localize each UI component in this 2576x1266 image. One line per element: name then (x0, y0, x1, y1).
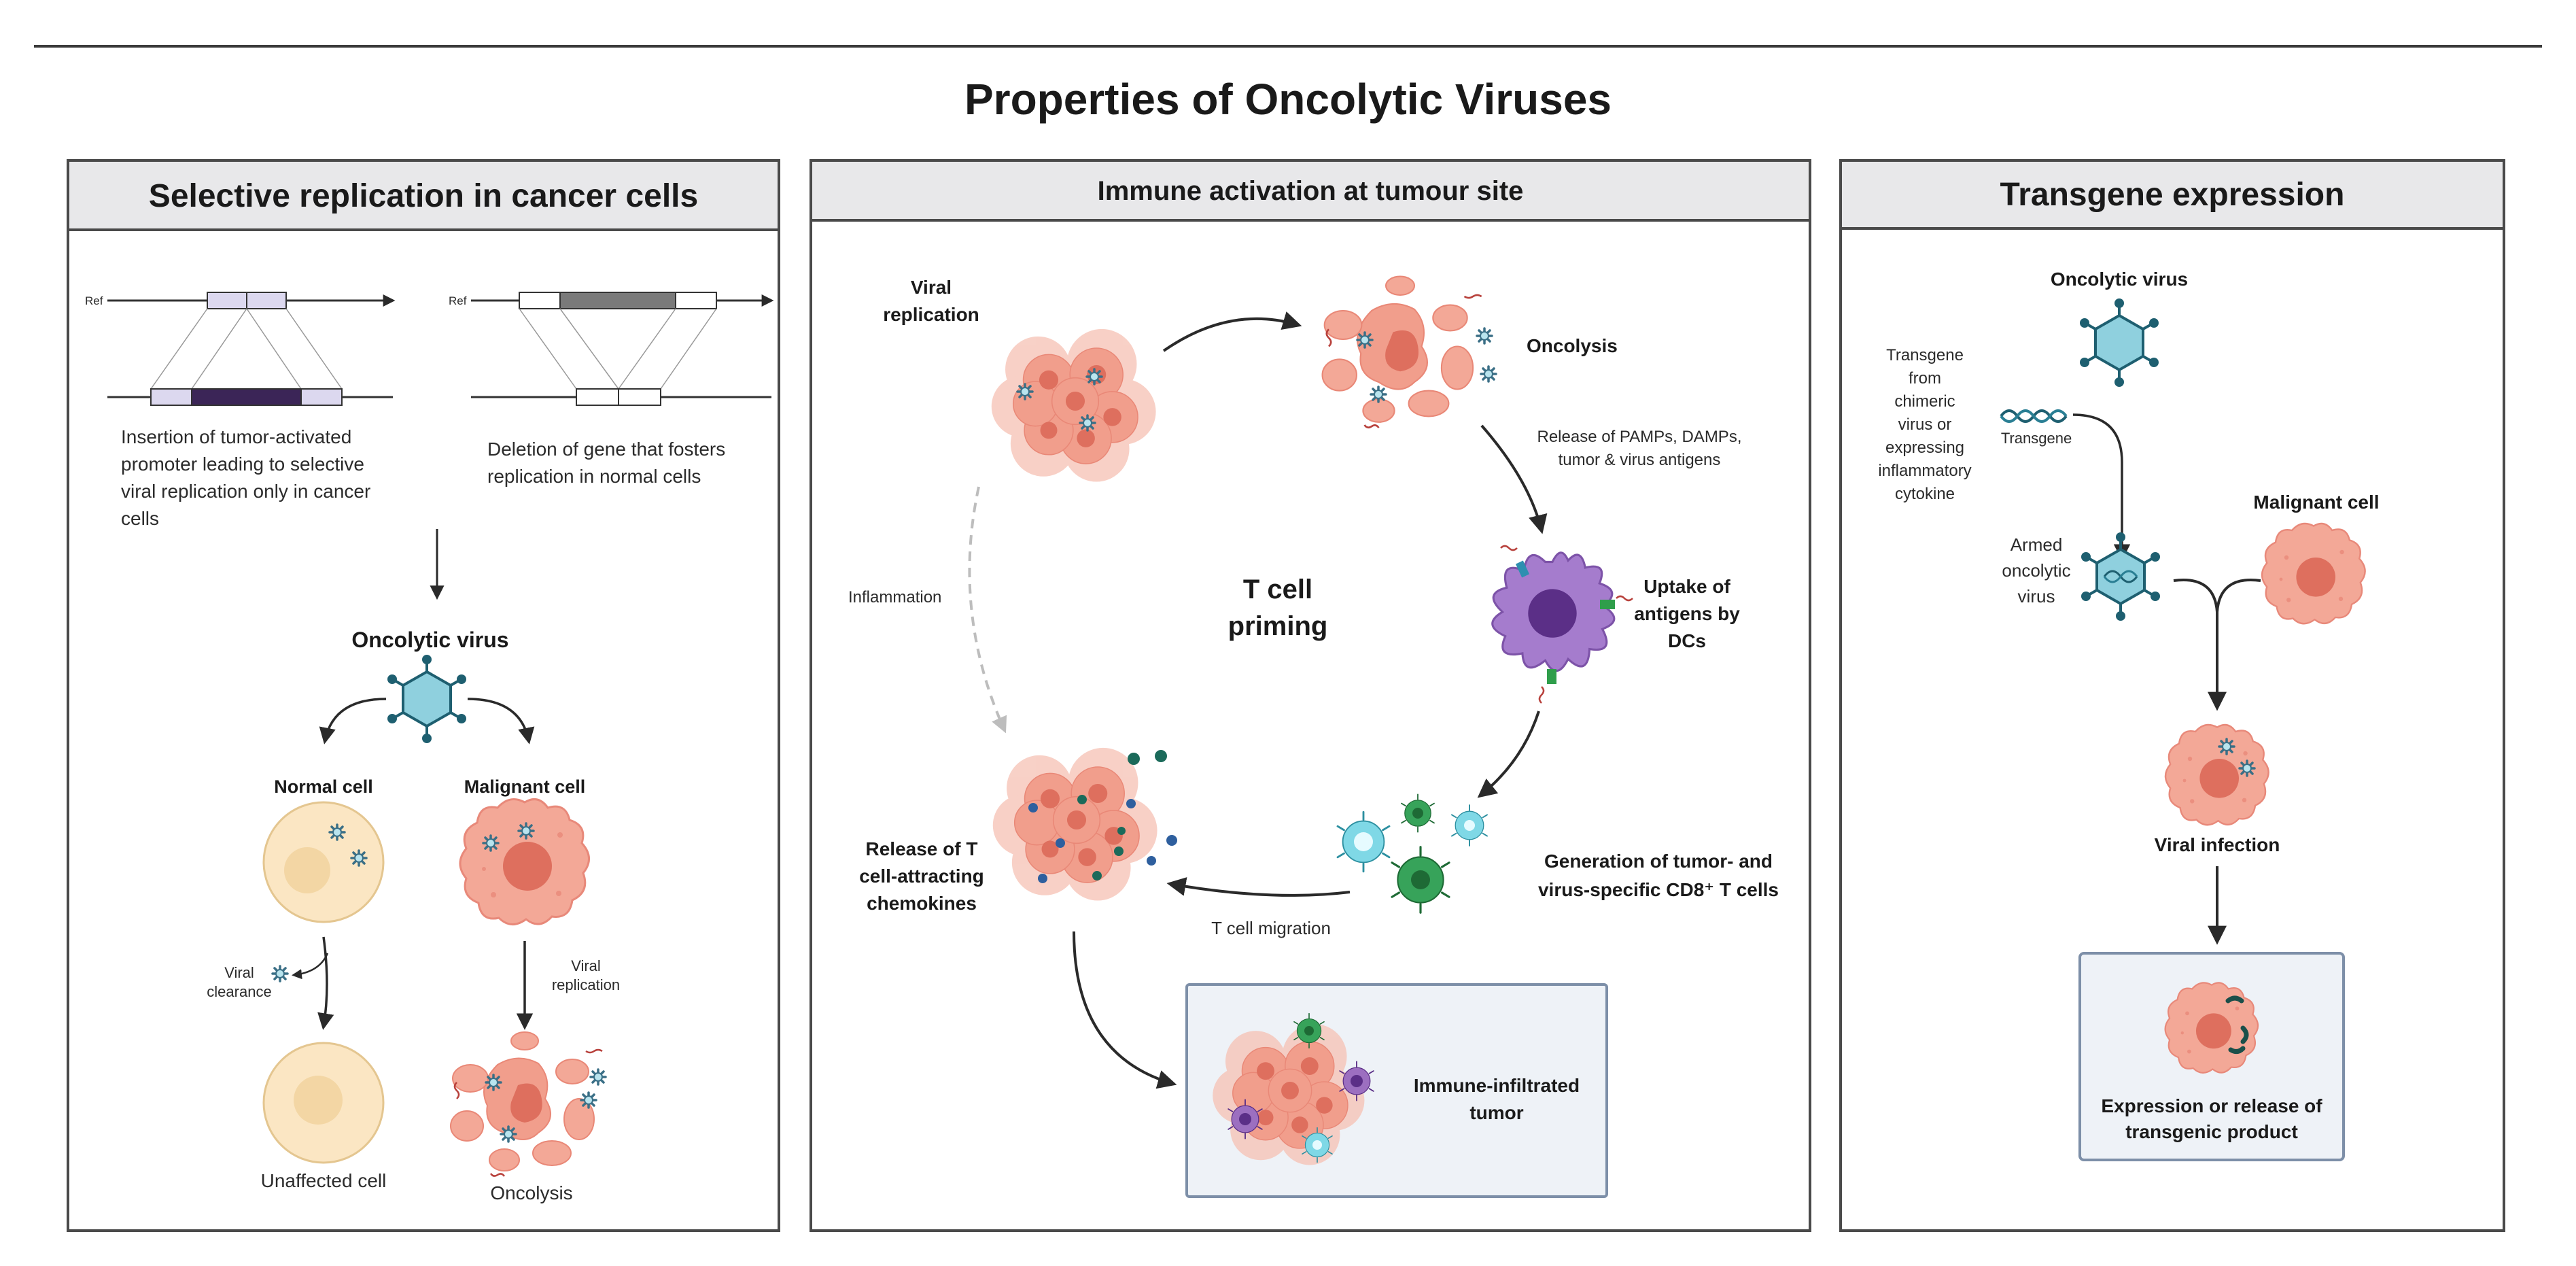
panel-transgene-expression: Transgene expression Oncolytic virus Tra… (1839, 159, 2505, 1232)
svg-text:DCs: DCs (1668, 630, 1706, 651)
svg-text:promoter leading to selective: promoter leading to selective (121, 454, 364, 475)
svg-text:tumor & virus antigens: tumor & virus antigens (1559, 451, 1721, 469)
dna-helix-icon (2000, 409, 2068, 423)
insertion-diagram: Ref (85, 292, 396, 406)
svg-text:virus: virus (2018, 586, 2055, 606)
release-chemokines-label: Release of T cell-attracting chemokines (859, 838, 984, 914)
viral-replication-label-p1: Viral replication (552, 957, 620, 993)
t-cell-priming-label: T cell priming (1228, 575, 1328, 641)
svg-text:cytokine: cytokine (1895, 485, 1955, 503)
svg-text:Viral: Viral (224, 964, 254, 981)
malignant-cell-icon (459, 798, 591, 926)
panel-transgene-header: Transgene expression (2000, 177, 2345, 213)
insertion-caption: Insertion of tumor-activated promoter le… (121, 426, 370, 529)
immune-infiltrated-label: Immune-infiltrated tumor (1414, 1075, 1580, 1123)
svg-text:T cell: T cell (1243, 575, 1312, 604)
svg-text:expressing: expressing (1885, 439, 1964, 457)
svg-text:tumor: tumor (1469, 1102, 1523, 1123)
svg-text:chemokines: chemokines (867, 893, 977, 914)
unaffected-cell-label: Unaffected cell (261, 1170, 387, 1191)
svg-text:priming: priming (1228, 611, 1328, 641)
inflammation-label: Inflammation (848, 588, 941, 606)
figure-title: Properties of Oncolytic Viruses (964, 75, 1612, 124)
t-cell-cluster-icon (1336, 793, 1488, 914)
ref-label-insertion: Ref (85, 294, 103, 307)
svg-text:replication: replication (552, 976, 620, 993)
svg-text:replication: replication (883, 304, 979, 325)
svg-text:Release of PAMPs, DAMPs,: Release of PAMPs, DAMPs, (1537, 428, 1742, 446)
svg-text:clearance: clearance (207, 983, 271, 1000)
expression-label: Expression or release of transgenic prod… (2101, 1095, 2322, 1142)
svg-text:chimeric: chimeric (1894, 392, 1955, 411)
svg-text:cell-attracting: cell-attracting (859, 866, 984, 887)
deletion-caption: Deletion of gene that fosters replicatio… (487, 439, 725, 487)
armed-virus-label: Armed oncolytic virus (2002, 534, 2070, 606)
svg-text:Expression or release of: Expression or release of (2101, 1095, 2322, 1116)
unaffected-cell-icon (262, 1042, 385, 1164)
uptake-label: Uptake of antigens by DCs (1634, 576, 1740, 651)
viral-infection-label: Viral infection (2155, 834, 2280, 855)
oncolysis-label-p2: Oncolysis (1527, 335, 1618, 356)
panel-selective-replication: Selective replication in cancer cells Re… (67, 159, 780, 1232)
oncolytic-virus-label-p3: Oncolytic virus (2051, 269, 2188, 290)
svg-text:Transgene: Transgene (1886, 346, 1964, 364)
svg-text:Deletion of gene that fosters: Deletion of gene that fosters (487, 439, 725, 460)
transgene-label: Transgene (2001, 430, 2072, 447)
chemokine-dots (1028, 750, 1177, 883)
oncolytic-virus-label: Oncolytic virus (351, 628, 508, 652)
panel-immune-header: Immune activation at tumour site (1098, 176, 1524, 206)
malignant-cell-icon-p3 (2261, 522, 2366, 625)
svg-text:Release of T: Release of T (866, 838, 978, 859)
transgene-source-label: Transgene from chimeric virus or express… (1878, 346, 1971, 503)
viral-clearance-label: Viral clearance (207, 964, 271, 1000)
svg-text:viral replication only in canc: viral replication only in cancer (121, 481, 370, 502)
svg-text:Insertion of tumor-activated: Insertion of tumor-activated (121, 426, 351, 447)
svg-text:Viral: Viral (571, 957, 601, 974)
panel-selective-header: Selective replication in cancer cells (149, 178, 698, 214)
svg-text:inflammatory: inflammatory (1878, 462, 1971, 480)
t-cell-migration-label: T cell migration (1211, 918, 1331, 938)
release-pamps-label: Release of PAMPs, DAMPs, tumor & virus a… (1537, 428, 1742, 469)
svg-text:oncolytic: oncolytic (2002, 560, 2070, 581)
infected-cell-icon (2164, 723, 2269, 826)
normal-cell-icon (262, 801, 385, 923)
svg-text:antigens by: antigens by (1634, 603, 1740, 624)
svg-text:from: from (1909, 369, 1941, 388)
ref-label-deletion: Ref (449, 294, 467, 307)
oncolysis-label-p1: Oncolysis (490, 1182, 572, 1203)
malignant-cell-label: Malignant cell (464, 776, 586, 797)
generation-label: Generation of tumor- and virus-specific … (1538, 851, 1779, 900)
svg-text:Viral: Viral (911, 277, 952, 298)
svg-text:Armed: Armed (2011, 534, 2063, 555)
svg-text:Uptake of: Uptake of (1643, 576, 1730, 597)
svg-text:virus-specific CD8⁺ T cells: virus-specific CD8⁺ T cells (1538, 879, 1779, 900)
svg-text:transgenic product: transgenic product (2125, 1121, 2298, 1142)
panel-immune-activation: Immune activation at tumour site Viral r… (810, 159, 1811, 1232)
svg-text:replication in normal cells: replication in normal cells (487, 466, 701, 487)
viral-replication-label-p2: Viral replication (883, 277, 979, 325)
svg-text:Generation of tumor- and: Generation of tumor- and (1544, 851, 1773, 872)
normal-cell-label: Normal cell (274, 776, 373, 797)
svg-text:virus or: virus or (1898, 415, 1952, 434)
deletion-diagram: Ref (449, 292, 774, 406)
svg-text:Immune-infiltrated: Immune-infiltrated (1414, 1075, 1580, 1096)
malignant-cell-label-p3: Malignant cell (2253, 492, 2379, 513)
svg-text:cells: cells (121, 508, 159, 529)
